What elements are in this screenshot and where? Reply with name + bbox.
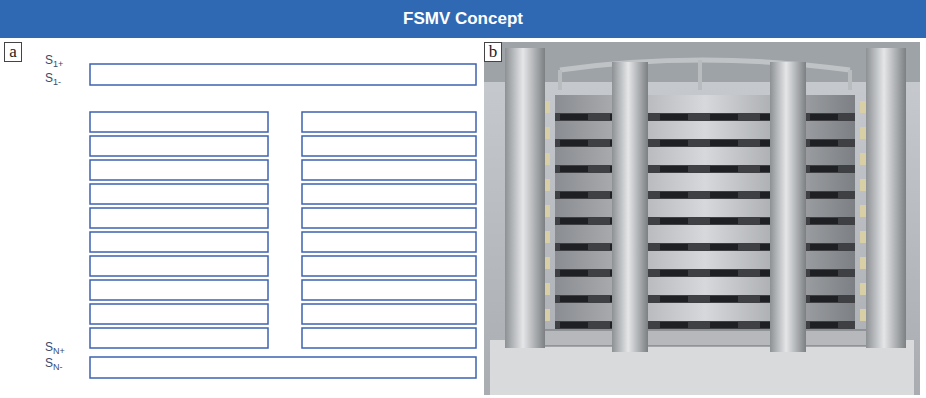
panel-letter-box: b (484, 42, 502, 62)
panel-letter: a (5, 43, 21, 60)
panel-letter: b (485, 43, 501, 60)
panel-letter-box: a (4, 42, 22, 62)
terminal-label: SN- (45, 357, 63, 373)
terminal-label: SN+ (45, 341, 65, 357)
terminal-label: S1- (45, 72, 61, 88)
terminal-label: S1+ (45, 54, 63, 70)
page-title: FSMV Concept (0, 0, 926, 38)
